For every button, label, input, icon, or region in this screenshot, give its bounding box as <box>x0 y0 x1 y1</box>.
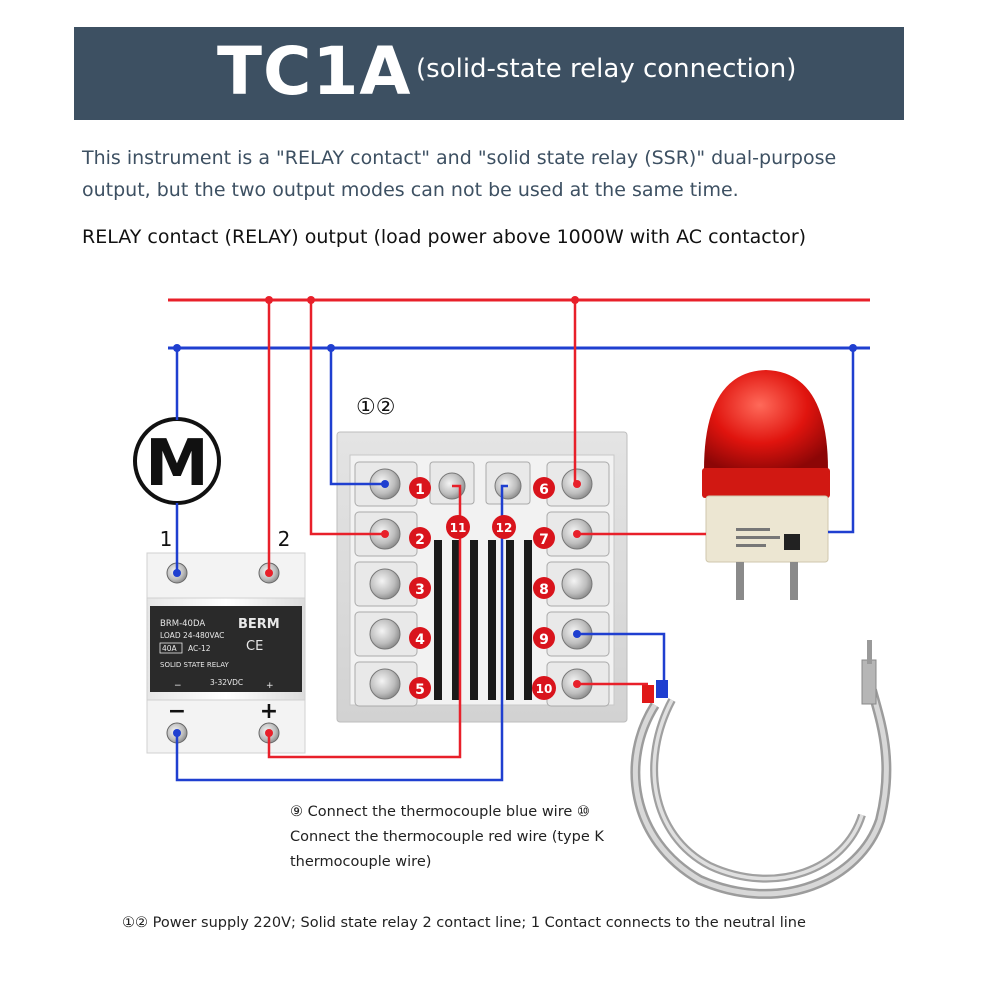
left-terminal-column <box>354 461 418 707</box>
badge-terminal-1: 1 <box>409 477 431 499</box>
relay-heading: RELAY contact (RELAY) output (load power… <box>82 226 807 248</box>
ssr-plus-small: + <box>266 681 274 691</box>
ssr-terminal-2-label: 2 <box>278 527 291 551</box>
warning-light-icon <box>702 370 830 600</box>
ssr-terminal-1-label: 1 <box>160 527 173 551</box>
badge-terminal-6: 6 <box>533 477 555 499</box>
ssr-brand: BERM <box>238 617 280 632</box>
ssr-name: SOLID STATE RELAY <box>160 661 229 669</box>
svg-text:4: 4 <box>415 632 425 648</box>
ssr-minus-label: − <box>168 699 186 724</box>
ssr-module-icon: BRM-40DA LOAD 24-480VAC 40A AC-12 BERM C… <box>146 527 306 754</box>
svg-text:8: 8 <box>539 582 549 598</box>
badge-terminal-5: 5 <box>409 677 431 699</box>
intro-text: This instrument is a "RELAY contact" and… <box>82 147 837 201</box>
svg-text:11: 11 <box>450 521 467 535</box>
ssr-plus-label: + <box>260 699 278 724</box>
ssr-rating: 40A <box>162 644 178 653</box>
motor-icon: M <box>133 417 221 505</box>
badge-terminal-11: 11 <box>446 515 470 539</box>
badge-terminal-7: 7 <box>533 527 555 549</box>
ssr-ac: AC-12 <box>188 644 211 653</box>
svg-text:3: 3 <box>415 582 425 598</box>
ssr-ce: CE <box>246 639 263 654</box>
controller-group-label: ①② <box>356 395 395 420</box>
badge-terminal-8: 8 <box>533 577 555 599</box>
motor-label: M <box>145 427 209 501</box>
svg-text:12: 12 <box>496 521 513 535</box>
svg-text:5: 5 <box>415 682 425 698</box>
thermocouple-icon <box>630 640 892 899</box>
badge-terminal-10: 10 <box>532 676 556 700</box>
thermocouple-caption: ⑨ Connect the thermocouple blue wire ⑩ C… <box>290 804 604 870</box>
svg-text:10: 10 <box>536 682 553 696</box>
live-wiring <box>267 300 706 759</box>
badge-terminal-3: 3 <box>409 577 431 599</box>
right-terminal-column <box>546 461 610 707</box>
svg-text:7: 7 <box>539 532 549 548</box>
page-subtitle: (solid-state relay connection) <box>416 54 797 84</box>
svg-text:6: 6 <box>539 482 549 498</box>
svg-text:9: 9 <box>539 632 549 648</box>
svg-text:2: 2 <box>415 532 425 548</box>
badge-terminal-2: 2 <box>409 527 431 549</box>
ssr-load: LOAD 24-480VAC <box>160 631 224 640</box>
junction-dots <box>173 296 857 737</box>
controller-terminal-block-icon <box>336 431 628 723</box>
ssr-minus-small: − <box>174 681 182 691</box>
badge-terminal-4: 4 <box>409 627 431 649</box>
terminal-badges: 1 2 3 4 5 6 7 8 9 10 11 12 <box>409 477 556 700</box>
svg-text:1: 1 <box>415 482 425 498</box>
page-title: TC1A <box>217 33 412 110</box>
badge-terminal-12: 12 <box>492 515 516 539</box>
ssr-model: BRM-40DA <box>160 619 205 629</box>
power-caption: ①② Power supply 220V; Solid state relay … <box>122 915 806 931</box>
ssr-control: 3-32VDC <box>210 678 243 687</box>
badge-terminal-9: 9 <box>533 627 555 649</box>
neutral-wiring <box>175 348 855 782</box>
title-banner: TC1A (solid-state relay connection) <box>74 27 904 120</box>
